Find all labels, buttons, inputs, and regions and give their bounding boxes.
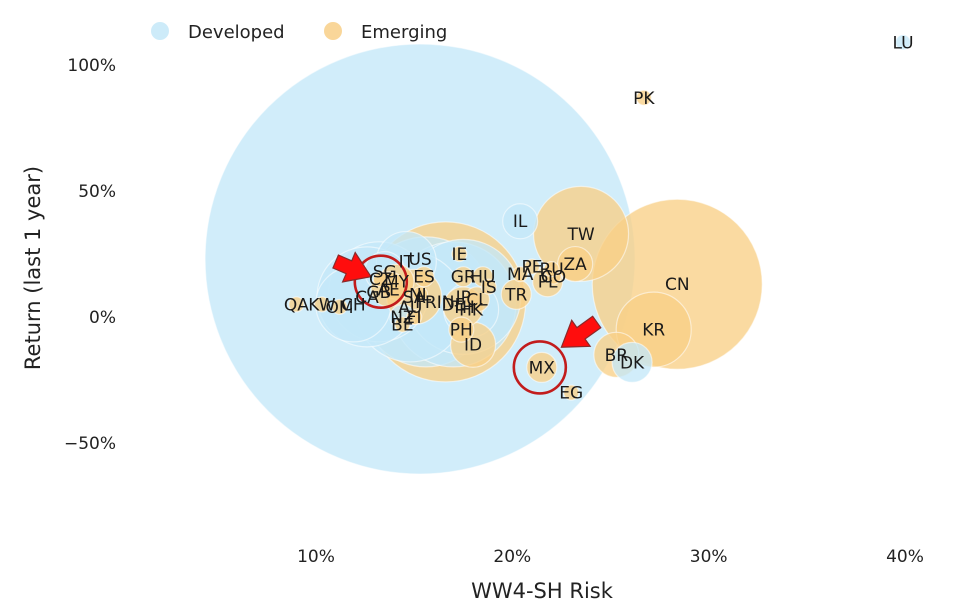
point-label-cn: CN [665,275,690,295]
point-label-qa: QA [284,295,309,315]
legend-label-emerging: Emerging [361,22,447,43]
point-label-au: AU [398,298,422,318]
bubbles-layer [204,34,912,475]
point-label-cz: CZ [369,270,393,290]
x-tick-label: 40% [886,547,924,567]
bubble-emerging-is [480,278,497,295]
point-label-de: DE [442,295,466,315]
point-label-nz: NZ [390,308,414,328]
bubble-emerging-es [413,266,435,288]
point-label-eg: EG [559,384,583,404]
point-label-fr: FR [415,293,437,313]
point-label-kw: KW [308,295,336,315]
x-axis: 10% 20% 30% 40% [297,547,924,567]
point-label-ae: AE [377,280,399,300]
y-tick-label: −50% [64,434,116,454]
point-label-br: BR [605,346,629,366]
point-label-sg: SG [373,263,397,283]
point-label-om: OM [326,298,354,318]
point-label-my: MY [384,273,410,293]
point-label-ru: RU [539,260,563,280]
highlight-circle-0 [353,254,409,310]
bubble-developed-il [502,203,539,240]
y-tick-label: 0% [89,308,116,328]
point-label-us: US [408,250,431,270]
point-label-pl: PL [538,273,558,293]
x-tick-label: 10% [297,547,335,567]
highlight-arrow-2 [332,251,372,283]
bubble-emerging-ie [451,245,468,263]
bubble-emerging-qa [288,296,305,313]
bubble-developed-lu [894,34,912,51]
annotation-layer [332,251,602,395]
bubble-emerging-fi [406,308,423,326]
bubble-emerging-kw [313,296,330,313]
point-label-tw: TW [566,225,594,245]
bubble-emerging-eg [563,384,580,401]
point-label-id: ID [464,336,482,356]
point-label-th: TH [451,298,475,318]
bubble-emerging-om [331,298,348,316]
bubble-emerging-ru [543,261,560,278]
point-label-in: IN [437,293,455,313]
y-tick-label: 100% [67,56,116,76]
point-label-co: CO [541,268,566,288]
point-label-pk: PK [633,89,655,109]
point-label-ma: MA [507,265,534,285]
y-axis-title: Return (last 1 year) [21,166,45,370]
point-label-gb: GB [366,283,391,303]
point-label-za: ZA [564,255,588,275]
point-label-kr: KR [642,321,665,341]
point-label-hu: HU [470,268,495,288]
highlight-arrow-3 [560,315,602,348]
point-label-ph: PH [450,321,473,341]
point-label-gr: GR [451,268,476,288]
legend-swatch-developed [151,22,169,40]
point-label-ie: IE [451,245,467,265]
bubble-developed-dk [611,341,653,383]
point-label-dk: DK [620,353,645,373]
point-label-cl: CL [466,290,488,310]
bubble-emerging-mx [526,351,558,383]
y-axis: 100% 50% 0% −50% [64,56,116,454]
bubble-emerging-pe [523,258,541,275]
bubble-emerging-tw [532,185,630,282]
x-tick-label: 30% [690,547,728,567]
point-label-ch: CH [341,295,366,315]
bubble-emerging-pk [635,89,652,106]
x-tick-label: 20% [493,547,531,567]
bubble-emerging-cz [372,271,389,288]
point-label-be: BE [391,316,413,336]
bubble-emerging-ma [512,266,529,283]
legend-swatch-emerging [324,22,342,40]
point-label-mx: MX [529,358,556,378]
point-label-jp: JP [455,288,471,308]
point-label-es: ES [413,268,435,288]
bubble-emerging-nl [411,286,429,303]
point-label-is: IS [481,278,497,298]
point-label-ca: CA [355,288,379,308]
point-label-fi: FI [407,308,422,328]
bubble-emerging-ph [448,316,475,343]
y-tick-label: 50% [78,182,116,202]
point-label-lu: LU [892,33,913,53]
point-label-nl: NL [409,285,432,305]
point-label-pe: PE [521,258,542,278]
point-label-il: IL [513,212,528,232]
point-label-tr: TR [504,285,527,305]
legend: Developed Emerging [151,22,447,43]
highlight-circle-1 [512,340,568,395]
point-label-hk: HK [459,300,484,320]
legend-label-developed: Developed [188,22,285,43]
point-label-it: IT [399,253,415,273]
bubble-emerging-be [394,316,411,333]
x-axis-title: WW4-SH Risk [471,579,614,603]
point-label-sa: SA [403,288,426,308]
bubble-emerging-cl [463,286,491,313]
